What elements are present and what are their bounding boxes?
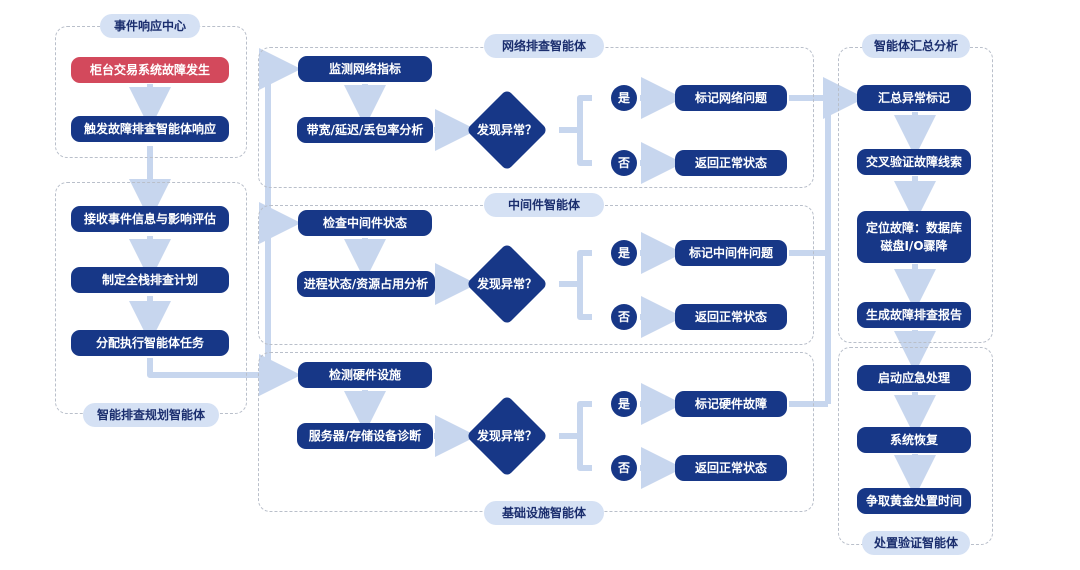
- node-system-failure: 柜台交易系统故障发生: [71, 57, 229, 83]
- node-trigger-agent-response: 触发故障排查智能体响应: [71, 116, 229, 142]
- decision-network-label: 发现异常？: [476, 123, 537, 137]
- node-emergency-handling: 启动应急处理: [857, 365, 971, 391]
- node-aggregate-marks: 汇总异常标记: [857, 85, 971, 111]
- node-network-normal: 返回正常状态: [675, 150, 787, 176]
- node-hardware-normal: 返回正常状态: [675, 455, 787, 481]
- node-check-middleware: 检查中间件状态: [298, 210, 432, 236]
- branch-middleware-yes: 是: [611, 240, 637, 266]
- decision-middleware-label: 发现异常？: [476, 277, 537, 291]
- branch-infrastructure-no: 否: [611, 455, 637, 481]
- section-tag-planning: 智能排查规划智能体: [83, 403, 219, 427]
- branch-network-no: 否: [611, 150, 637, 176]
- node-fullstack-plan: 制定全栈排查计划: [71, 267, 229, 293]
- node-monitor-network: 监测网络指标: [298, 56, 432, 82]
- section-tag-network: 网络排查智能体: [484, 34, 604, 58]
- node-assign-tasks: 分配执行智能体任务: [71, 330, 229, 356]
- branch-middleware-no: 否: [611, 304, 637, 330]
- node-hardware-diagnosis: 服务器/存储设备诊断: [297, 423, 433, 449]
- section-tag-handling: 处置验证智能体: [862, 531, 970, 555]
- branch-infrastructure-yes: 是: [611, 391, 637, 417]
- node-check-hardware: 检测硬件设施: [298, 362, 432, 388]
- node-network-analysis: 带宽/延迟/丢包率分析: [297, 117, 433, 143]
- node-mark-hardware: 标记硬件故障: [675, 391, 787, 417]
- node-cross-verify: 交叉验证故障线索: [857, 149, 971, 175]
- node-middleware-analysis: 进程状态/资源占用分析: [297, 271, 435, 297]
- branch-network-yes: 是: [611, 85, 637, 111]
- section-tag-event-center: 事件响应中心: [100, 14, 200, 38]
- node-locate-fault: 定位故障：数据库磁盘I/O骤降: [857, 211, 971, 263]
- node-golden-time: 争取黄金处置时间: [857, 488, 971, 514]
- node-generate-report: 生成故障排查报告: [857, 302, 971, 328]
- section-tag-middleware: 中间件智能体: [484, 193, 604, 217]
- section-tag-summary: 智能体汇总分析: [862, 34, 970, 58]
- node-mark-network: 标记网络问题: [675, 85, 787, 111]
- decision-infrastructure-label: 发现异常？: [476, 429, 537, 443]
- node-mark-middleware: 标记中间件问题: [675, 240, 787, 266]
- section-tag-infrastructure: 基础设施智能体: [484, 501, 604, 525]
- node-system-recovery: 系统恢复: [857, 427, 971, 453]
- node-receive-assess: 接收事件信息与影响评估: [71, 206, 229, 232]
- node-middleware-normal: 返回正常状态: [675, 304, 787, 330]
